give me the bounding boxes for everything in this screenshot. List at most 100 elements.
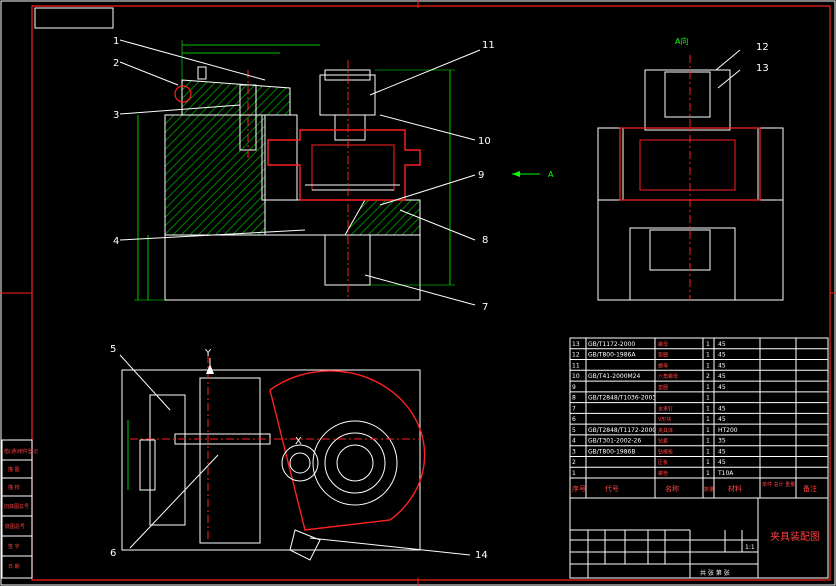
bom-cell-code: GB/T800-1986B (588, 448, 635, 455)
bom-cell-material: 45 (718, 373, 726, 380)
bom-header-material: 材料 (728, 484, 742, 493)
bom-cell-no: 5 (572, 427, 576, 434)
bom-cell-qty: 1 (706, 352, 710, 359)
top-view: Y X 5 6 14 (110, 344, 488, 561)
side-registration-table: 借(通)用件登记 描 图 描 校 旧底图总号 底图总号 签 字 日 期 (1, 439, 38, 579)
callout-13: 13 (756, 63, 769, 74)
callout-8: 8 (482, 235, 488, 246)
bom-cell-material: 45 (718, 416, 726, 423)
bom-cell-code: GB/T2848/T1036-2003 (588, 395, 656, 402)
bom-cell-name: 螺栓 (658, 470, 668, 477)
bom-cell-qty: 1 (706, 448, 710, 455)
bom-cell-name: 螺母 (658, 341, 668, 348)
bom-cell-material: 45 (718, 341, 726, 348)
side-label: 底图总号 (5, 523, 25, 530)
bom-cell-name: 六角螺母 (658, 373, 678, 380)
bom-header-name: 名称 (665, 484, 679, 493)
side-label: 描 校 (8, 484, 20, 491)
callout-4: 4 (113, 236, 119, 247)
bom-header-remark: 备注 (803, 484, 817, 493)
bom-cell-name: V形块 (658, 416, 671, 423)
bom-cell-name: 夹具体 (658, 427, 673, 434)
view-title-a: A向 (675, 36, 688, 46)
bom-cell-qty: 1 (706, 384, 710, 391)
title-block: 夹具装配图 1:1 共 张 第 张 (569, 497, 829, 579)
drawing-sheet: 共 张 第 张 (700, 569, 730, 577)
bom-cell-name: 垫圈 (658, 384, 668, 391)
bom-cell-no: 7 (572, 405, 576, 412)
side-label: 描 图 (8, 466, 20, 473)
fixture-body-section (164, 114, 266, 236)
bom-cell-qty: 1 (706, 459, 710, 466)
bom-cell-name: 支承钉 (658, 405, 673, 412)
bom-cell-material: HT200 (718, 427, 738, 434)
bom-cell-no: 6 (572, 416, 576, 423)
top-base (121, 369, 421, 551)
bom-cell-qty: 1 (706, 362, 710, 369)
bom-cell-qty: 1 (706, 405, 710, 412)
side-label: 借(通)用件登记 (4, 448, 38, 455)
callout-1: 1 (113, 36, 119, 47)
bom-cell-name: 螺母 (658, 362, 668, 369)
clamp-plate-section (181, 79, 291, 116)
side-label: 签 字 (8, 543, 20, 550)
axis-y-label: Y (204, 348, 212, 359)
bom-cell-qty: 1 (706, 470, 710, 477)
bom-cell-no: 8 (572, 395, 576, 402)
view-label-a: A (548, 170, 554, 179)
bom-cell-no: 2 (572, 459, 576, 466)
top-nut-outer (312, 420, 398, 506)
drawing-scale: 1:1 (745, 544, 755, 551)
bom-cell-qty: 1 (706, 438, 710, 445)
callout-14: 14 (475, 550, 488, 561)
side-label: 日 期 (8, 564, 20, 570)
bom-cell-qty: 1 (706, 416, 710, 423)
bom-header-code: 代号 (605, 484, 619, 493)
bom-header-weight: 单件 总计 重量 (762, 481, 795, 488)
callout-3: 3 (113, 110, 119, 121)
bom-cell-name: 垫圈 (658, 352, 668, 359)
bom-cell-material: 45 (718, 352, 726, 359)
callout-2: 2 (113, 58, 119, 69)
bom-cell-no: 9 (572, 384, 576, 391)
base-outline (164, 234, 421, 301)
bom-cell-no: 4 (572, 438, 576, 445)
workpiece-outline (267, 129, 421, 201)
bom-cell-qty: 1 (706, 395, 710, 402)
bom-header-no: 序号 (572, 484, 586, 493)
bom-cell-no: 10 (572, 373, 580, 380)
bom-cell-material: 35 (718, 438, 726, 445)
bom-cell-no: 1 (572, 470, 576, 477)
bom-cell-material: 45 (718, 362, 726, 369)
bom-cell-qty: 2 (706, 373, 710, 380)
bom-cell-material: 45 (718, 405, 726, 412)
bom-cell-material: 45 (718, 459, 726, 466)
pin-hole (174, 85, 192, 103)
callout-12: 12 (756, 42, 769, 53)
bom-cell-no: 3 (572, 448, 576, 455)
bom-cell-no: 12 (572, 352, 580, 359)
bom-header-qty: 数量 (704, 486, 714, 493)
bom-cell-qty: 1 (706, 341, 710, 348)
bom-cell-material: 45 (718, 384, 726, 391)
callout-5: 5 (110, 344, 116, 355)
bom-cell-qty: 1 (706, 427, 710, 434)
callout-9: 9 (478, 170, 484, 181)
callout-7: 7 (482, 302, 488, 313)
bom-cell-material: T10A (717, 470, 734, 477)
bom-cell-code: GB/T1172-2000 (588, 341, 635, 348)
drawing-title: 夹具装配图 (770, 530, 820, 543)
bom-cell-code: GB/T41-2000M24 (588, 373, 641, 380)
bom-cell-no: 11 (572, 362, 580, 369)
callout-10: 10 (478, 136, 491, 147)
workpiece-top (269, 370, 426, 531)
drawing-number-box (34, 7, 114, 29)
bom-cell-name: 钻套 (658, 438, 668, 445)
callouts-front: 1 2 3 4 11 10 9 8 7 (113, 36, 495, 313)
bom-cell-material: 45 (718, 448, 726, 455)
front-view (134, 40, 455, 301)
bom-cell-name: 钻模板 (658, 448, 673, 455)
bom-cell-code: GB/T800-1986A (588, 352, 636, 359)
